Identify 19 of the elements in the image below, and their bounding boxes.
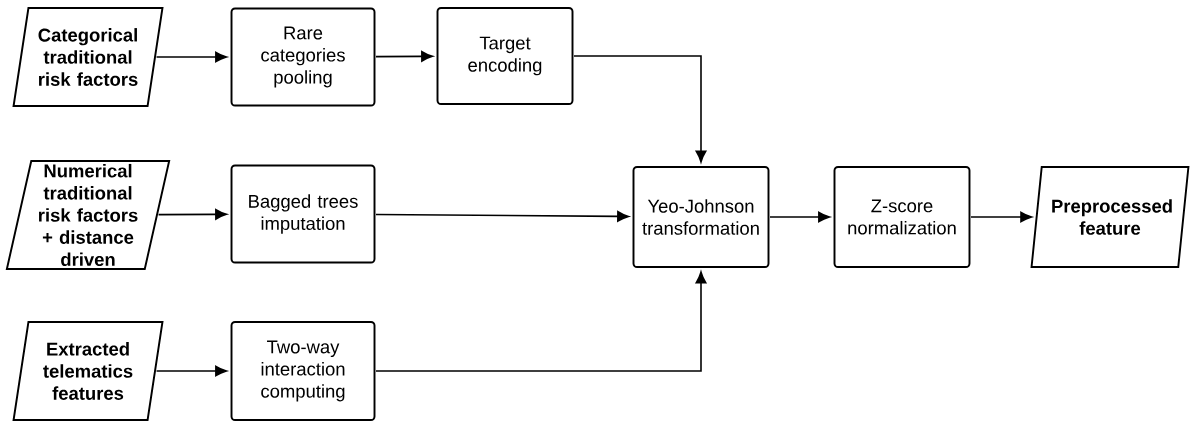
arrow (375, 271, 707, 372)
arrow (157, 208, 228, 220)
process-box: Z-score normalization (833, 166, 971, 268)
arrow (155, 365, 228, 377)
arrow (155, 51, 228, 63)
input-parallelogram: Categorical traditional risk factors (12, 7, 164, 107)
input-parallelogram: Preprocessed feature (1030, 166, 1190, 268)
arrow (970, 211, 1033, 223)
process-box: Target encoding (436, 7, 574, 105)
arrow (573, 55, 707, 163)
process-box: Yeo-Johnson transformation (632, 166, 770, 268)
input-parallelogram: Extracted telematics features (12, 321, 164, 421)
process-box: Rare categories pooling (230, 7, 376, 107)
arrow (375, 210, 630, 222)
process-box: Two-way interaction computing (230, 321, 376, 421)
input-parallelogram: Numerical traditional risk factors + distance driven (5, 160, 171, 270)
arrow (375, 50, 434, 62)
arrow (769, 211, 831, 223)
process-box: Bagged trees imputation (230, 164, 376, 264)
